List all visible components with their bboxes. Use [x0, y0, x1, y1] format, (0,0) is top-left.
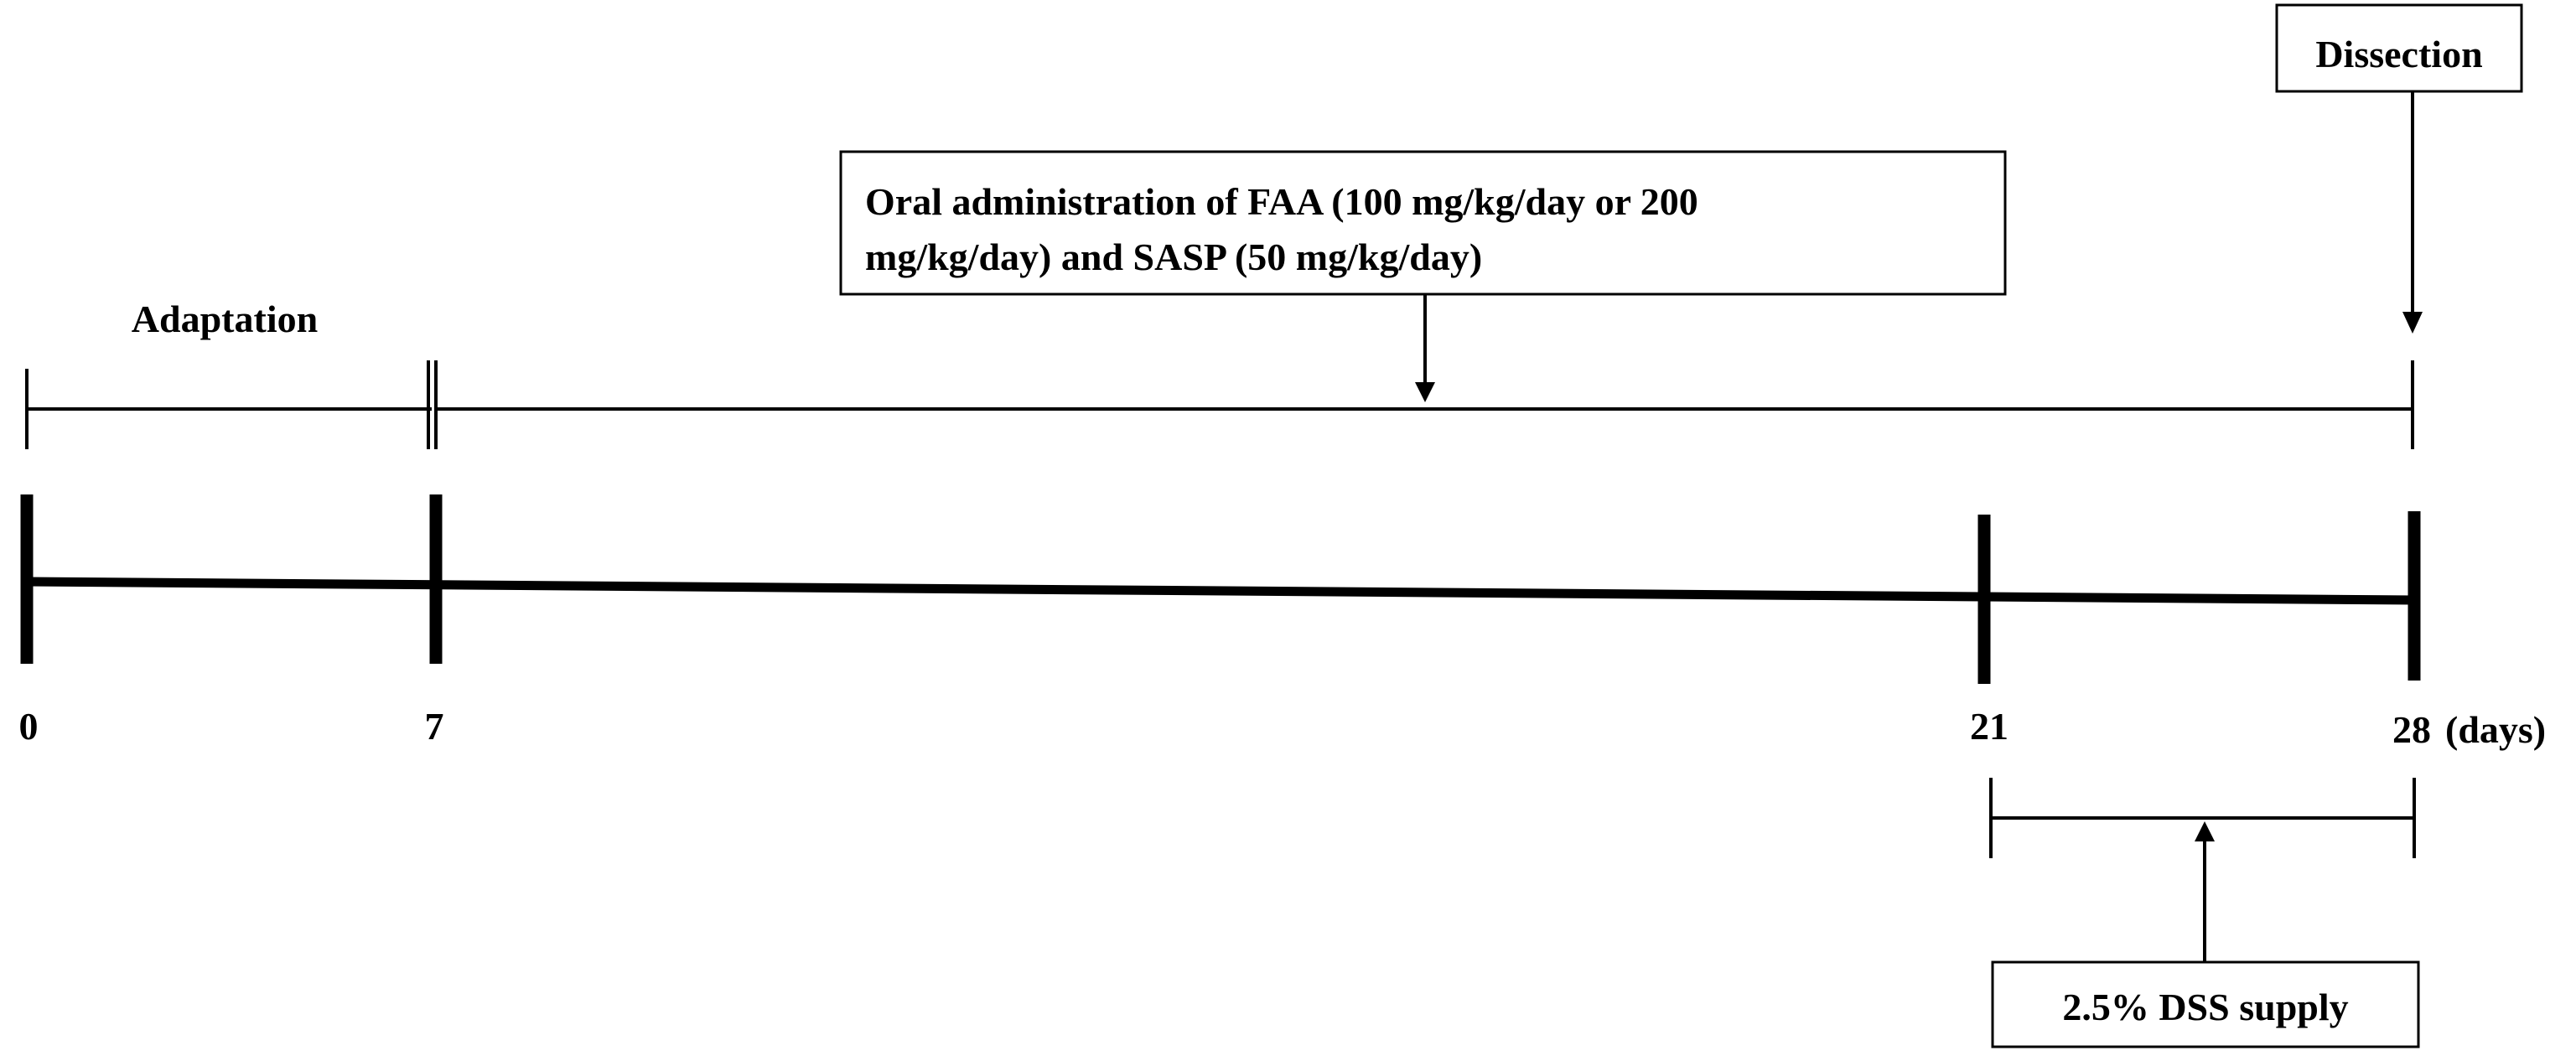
dss-supply-box: 2.5% DSS supply — [1991, 960, 2420, 1048]
oral-administration-line1: Oral administration of FAA (100 mg/kg/da… — [865, 180, 1698, 223]
dissection-arrow — [2402, 91, 2423, 334]
oral-administration-box: Oral administration of FAA (100 mg/kg/da… — [839, 150, 2007, 296]
oral-administration-line2: mg/kg/day) and SASP (50 mg/kg/day) — [865, 236, 1482, 278]
treatment-bracket — [436, 360, 2414, 449]
dss-arrow — [2195, 821, 2215, 962]
day-label-0: 0 — [19, 705, 39, 748]
dss-bracket — [1989, 778, 2416, 858]
adaptation-bracket — [25, 360, 438, 449]
dissection-label: Dissection — [2315, 33, 2482, 75]
main-timeline — [20, 494, 2421, 684]
day-label-7: 7 — [425, 705, 444, 748]
day-label-21: 21 — [1970, 705, 2008, 748]
oral-administration-arrow — [1415, 294, 1435, 402]
days-unit-label: (days) — [2445, 708, 2546, 751]
dissection-box: Dissection — [2275, 3, 2523, 93]
day-label-28: 28 — [2392, 708, 2431, 751]
adaptation-label: Adaptation — [132, 298, 318, 340]
dss-supply-label: 2.5% DSS supply — [2062, 986, 2348, 1028]
